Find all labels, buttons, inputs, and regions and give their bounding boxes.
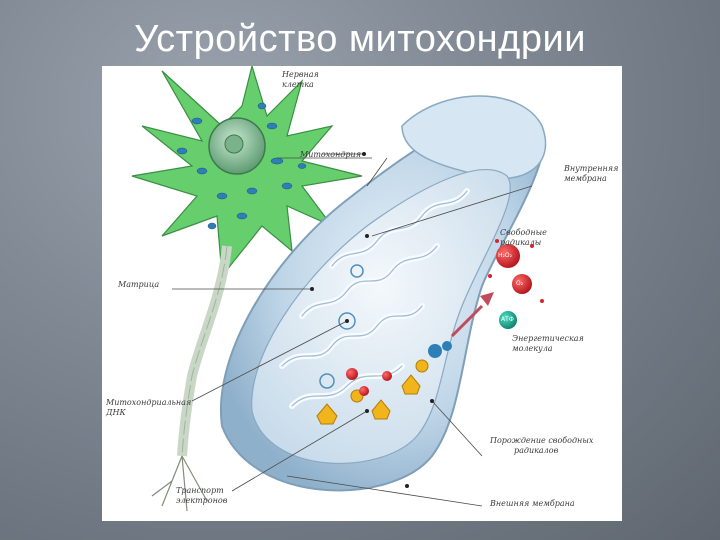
o2-label: O₂ — [516, 280, 524, 287]
label-nerve-cell: Нервная клетка — [282, 70, 319, 89]
mitochondrion-illustration — [131, 66, 547, 512]
label-outer-membrane: Внешняя мембрана — [490, 499, 575, 508]
label-mitochondrion: Митохондрия — [300, 150, 361, 159]
label-matrix: Матрица — [118, 280, 160, 289]
diagram-figure: H₂O₂ O₂ АТФ Нервная клетка Митохондрия В… — [102, 66, 622, 521]
label-inner-membrane: Внутренняя мембрана — [564, 164, 619, 183]
atp-label: АТФ — [501, 316, 514, 323]
mitochondrion — [219, 95, 547, 492]
free-radicals — [488, 239, 544, 303]
leader-lines — [172, 153, 533, 507]
h2o2-label: H₂O₂ — [498, 252, 513, 259]
label-mito-dna: Митохондриальная ДНК — [106, 398, 192, 417]
label-energy-molecule: Энергетическая молекула — [512, 334, 584, 353]
slide-title: Устройство митохондрии — [134, 18, 586, 60]
label-radical-generation: Порождение свободных радикалов — [490, 436, 594, 455]
atp-molecule — [499, 311, 517, 329]
label-electron-transport: Транспорт электронов — [176, 486, 228, 505]
label-free-radicals: Свободные радикалы — [500, 228, 547, 247]
neuron — [131, 66, 363, 512]
